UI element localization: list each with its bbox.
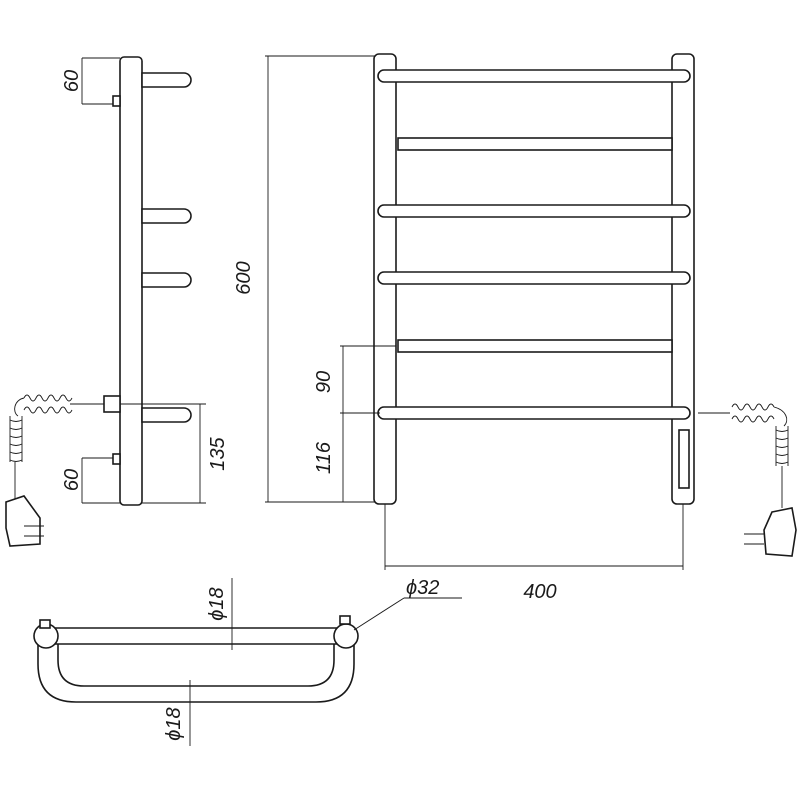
side-connector-box <box>103 395 121 413</box>
side-stub <box>141 208 192 224</box>
heating-element <box>678 429 690 489</box>
front-view: 600 90 116 400 <box>233 53 797 603</box>
side-mount-top <box>112 95 121 107</box>
side-stub <box>141 407 192 423</box>
side-rail-stubs <box>141 72 192 423</box>
top-right-upright <box>333 623 359 649</box>
rail <box>377 271 691 285</box>
top-rail-inner <box>57 644 335 687</box>
rail <box>377 69 691 83</box>
rail <box>397 137 673 151</box>
left-power-cord <box>5 394 104 547</box>
dim-height: 600 <box>233 261 255 294</box>
dim-pipe-top: ϕ18 <box>206 587 228 620</box>
right-plug <box>763 507 797 557</box>
side-stub <box>141 72 192 88</box>
dim-side-connector: 135 <box>207 436 229 470</box>
rail <box>397 339 673 353</box>
top-view: ϕ18 ϕ32 ϕ18 <box>33 577 462 746</box>
side-upright <box>119 56 143 506</box>
side-view: 60 60 135 <box>5 56 229 547</box>
dim-side-top: 60 <box>61 70 83 92</box>
front-rails <box>377 69 691 420</box>
dim-width: 400 <box>523 581 556 603</box>
rail <box>377 406 691 420</box>
dim-pipe-bottom: ϕ18 <box>163 707 185 740</box>
dim-side-bottom: 60 <box>61 469 83 491</box>
side-stub <box>141 272 192 288</box>
side-mount-bottom <box>112 453 121 465</box>
left-plug <box>5 495 41 547</box>
rail <box>377 204 691 218</box>
dim-upright: ϕ32 <box>406 577 439 599</box>
dim-rail-spacing: 90 <box>313 371 335 393</box>
dim-bottom-rail: 116 <box>313 441 335 474</box>
top-rail-outer <box>37 644 355 703</box>
right-power-cord <box>698 403 797 557</box>
